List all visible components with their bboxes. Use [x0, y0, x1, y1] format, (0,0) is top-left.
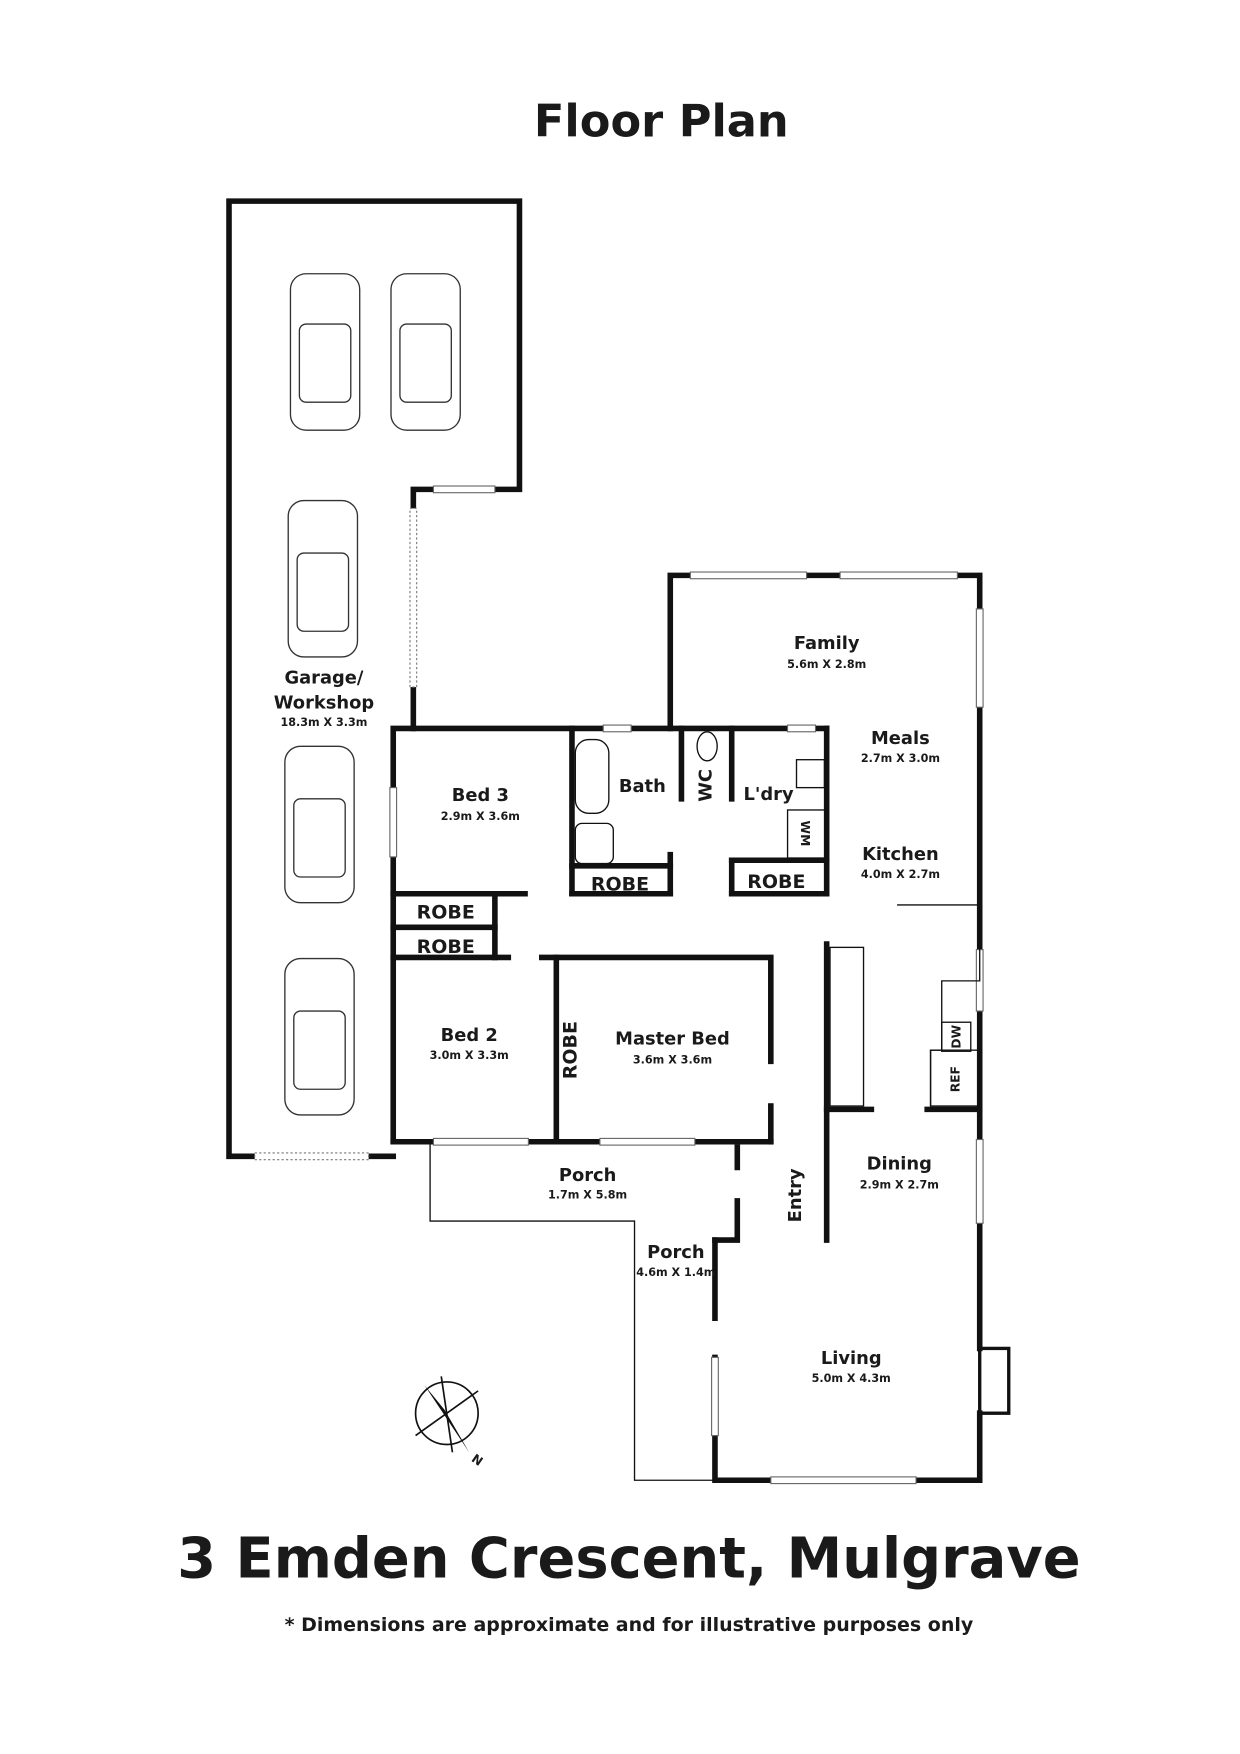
room-master-bed: Master Bed 3.6m X 3.6m — [615, 1029, 730, 1067]
disclaimer: * Dimensions are approximate and for ill… — [285, 1614, 974, 1636]
robe-label: ROBE — [747, 871, 805, 893]
room-name: Meals — [871, 728, 930, 749]
car-icon — [284, 745, 355, 904]
room-porch-2: Porch 4.6m X 1.4m — [636, 1242, 715, 1279]
robe-label: ROBE — [417, 936, 475, 958]
garage-opening — [409, 507, 418, 688]
robe-label: ROBE — [417, 901, 475, 923]
room-family: Family 5.6m X 2.8m — [787, 633, 866, 671]
compass-icon: N — [414, 1376, 485, 1469]
room-kitchen: Kitchen 4.0m X 2.7m — [861, 844, 940, 881]
room-laundry: L'dry — [744, 784, 794, 805]
garage-label-2: Workshop — [274, 692, 374, 713]
property-address: 3 Emden Crescent, Mulgrave — [177, 1526, 1080, 1591]
room-name: Kitchen — [862, 844, 939, 865]
plan-title: Floor Plan — [534, 95, 789, 147]
cars — [284, 273, 461, 1116]
shower-icon — [574, 822, 614, 865]
room-dims: 2.9m X 3.6m — [441, 810, 520, 823]
room-dims: 4.6m X 1.4m — [636, 1266, 715, 1279]
room-bed3: Bed 3 2.9m X 3.6m — [441, 785, 520, 823]
room-dims: 3.6m X 3.6m — [633, 1054, 712, 1067]
room-dims: 5.6m X 2.8m — [787, 658, 866, 671]
robe-label: ROBE — [559, 1021, 581, 1079]
room-name: Bed 3 — [452, 785, 509, 806]
room-dims: 2.7m X 3.0m — [861, 752, 940, 765]
room-name: Porch — [559, 1165, 616, 1186]
toilet-icon — [696, 731, 718, 762]
room-living: Living 5.0m X 4.3m — [812, 1348, 891, 1385]
garage-door[interactable] — [254, 1152, 370, 1161]
garage-dims: 18.3m X 3.3m — [281, 716, 368, 729]
kitchen-benches — [574, 731, 981, 1107]
room-name: Family — [794, 633, 860, 654]
washing-machine-label: WM — [798, 821, 812, 847]
room-dims: 4.0m X 2.7m — [861, 868, 940, 881]
robe-label: ROBE — [591, 873, 649, 895]
dishwasher-label: DW — [950, 1024, 964, 1048]
compass-north-label: N — [469, 1452, 485, 1469]
room-bed2: Bed 2 3.0m X 3.3m — [430, 1025, 509, 1062]
car-icon — [287, 499, 359, 658]
room-name: Porch — [647, 1242, 704, 1263]
porch-outline — [429, 1141, 715, 1481]
car-icon — [390, 273, 461, 431]
bathtub-icon — [574, 738, 610, 814]
garage-label: Garage/ — [284, 668, 363, 689]
room-dining: Dining 2.9m X 2.7m — [860, 1154, 939, 1192]
room-dims: 2.9m X 2.7m — [860, 1179, 939, 1192]
room-name: Master Bed — [615, 1029, 730, 1050]
fridge-label: REF — [949, 1066, 963, 1092]
room-entry: Entry — [785, 1168, 806, 1222]
car-icon — [289, 273, 361, 431]
room-porch-1: Porch 1.7m X 5.8m — [548, 1165, 627, 1202]
room-bath: Bath — [619, 776, 666, 797]
sink-icon — [795, 759, 826, 789]
room-name: Dining — [867, 1154, 932, 1175]
room-dims: 5.0m X 4.3m — [812, 1372, 891, 1385]
garage-walls — [226, 198, 523, 1161]
car-icon — [284, 957, 355, 1116]
windows — [389, 571, 984, 1485]
room-wc: WC — [696, 769, 717, 802]
room-dims: 3.0m X 3.3m — [430, 1049, 509, 1062]
room-name: Living — [821, 1348, 882, 1369]
room-meals: Meals 2.7m X 3.0m — [861, 728, 940, 765]
room-name: Bed 2 — [441, 1025, 498, 1046]
room-dims: 1.7m X 5.8m — [548, 1189, 627, 1202]
